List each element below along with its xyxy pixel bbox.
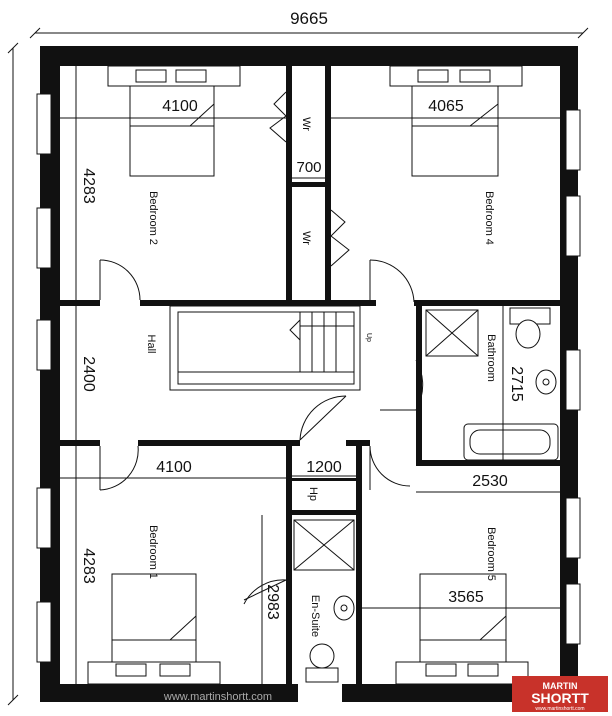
room-label-ensuite: En-Suite	[309, 595, 321, 637]
bed5-width-label: 3565	[448, 589, 484, 606]
bathroom-fixtures	[425, 307, 559, 461]
room-labels: Bedroom 2 Bedroom 4 Hall Bathroom Bedroo…	[145, 117, 497, 637]
bed2-width-label: 4100	[162, 98, 198, 115]
windows-left	[36, 93, 52, 663]
room-label-bathroom: Bathroom	[485, 334, 497, 382]
room-label-wr-bottom: Wr	[300, 231, 312, 245]
bed-bedroom2	[107, 65, 241, 177]
dimension-labels: 4100 4065 4283 700 2400 2715 4100 1200 2…	[80, 98, 525, 620]
internal-dimension-lines	[60, 66, 560, 684]
bathroom-height-label: 2715	[508, 366, 525, 402]
brand-logo: MARTIN SHORTT www.martinshortt.com	[512, 676, 608, 712]
wr-gap-label: 700	[296, 159, 321, 176]
bed-bedroom4	[389, 65, 523, 177]
room-label-bedroom2: Bedroom 2	[147, 191, 159, 245]
overall-width-dimension: 9665	[29, 9, 589, 39]
room-label-bedroom1: Bedroom 1	[147, 525, 159, 579]
bed-bedroom5	[395, 573, 529, 685]
bed-bedroom1	[87, 573, 221, 685]
room-label-bedroom5: Bedroom 5	[485, 527, 497, 581]
room-label-bedroom4: Bedroom 4	[483, 191, 495, 245]
room-label-wr-top: Wr	[300, 117, 312, 131]
hall-height-label: 2400	[80, 356, 97, 392]
stairs-up-label: Up	[365, 333, 372, 342]
bed1-height-label: 4283	[80, 548, 97, 584]
windows-right	[565, 109, 581, 645]
hp-width-label: 1200	[306, 459, 342, 476]
logo-line2: SHORTT	[531, 690, 589, 706]
logo-line1: MARTIN	[543, 681, 578, 691]
interior-walls	[60, 66, 560, 684]
logo-small: www.martinshortt.com	[535, 706, 584, 712]
staircase: Up	[169, 305, 372, 391]
bed4-width-label: 4065	[428, 98, 464, 115]
bath-width-label: 2530	[472, 473, 508, 490]
bed1-width-label: 4100	[156, 459, 192, 476]
door-swings	[99, 259, 424, 605]
ensuite-height-label: 2983	[264, 584, 281, 620]
overall-width-label: 9665	[290, 9, 328, 28]
bed2-height-label: 4283	[80, 168, 97, 204]
footer-website: www.martinshortt.com	[163, 691, 272, 703]
ensuite-fixtures	[293, 519, 355, 683]
wardrobe-doors	[269, 91, 350, 267]
room-label-hp: Hp	[307, 487, 319, 501]
room-label-hall: Hall	[145, 335, 157, 354]
